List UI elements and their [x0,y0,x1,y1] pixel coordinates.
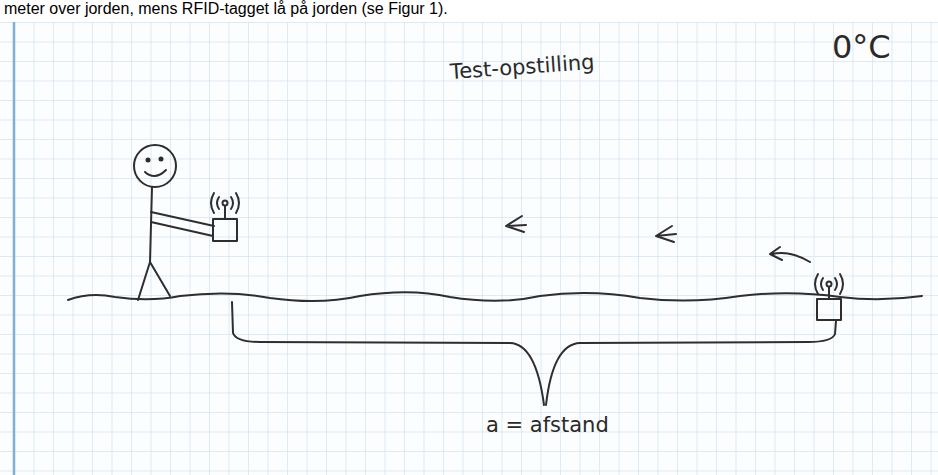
radio-waves [211,193,239,213]
radio-waves [815,274,843,294]
figure-legs [138,262,170,300]
figure-eye [160,158,163,161]
grid-lines [0,22,938,475]
distance-bracket [546,321,836,405]
temperature-note: 0°C [832,28,891,66]
reader-antenna [223,201,228,206]
signal-arrow [770,247,810,262]
figure-body [150,187,152,262]
margin-line [13,22,16,475]
reader-device [213,219,237,241]
ground-line [68,292,922,301]
figure-smile [145,170,166,176]
figure-eye [147,159,150,162]
figure-arms [151,212,214,236]
signal-arrow [656,226,676,242]
distance-label: a = afstand [486,413,609,437]
tag-antenna [827,282,832,287]
reader-antenna [224,206,226,219]
figure-head [134,145,176,187]
rfid-tag [817,299,841,320]
graph-paper [0,22,938,475]
body-text-fragment: meter over jorden, mens RFID-tagget lå p… [4,0,448,18]
signal-arrow [506,216,526,232]
distance-bracket [232,302,544,405]
tag-antenna [828,287,830,299]
